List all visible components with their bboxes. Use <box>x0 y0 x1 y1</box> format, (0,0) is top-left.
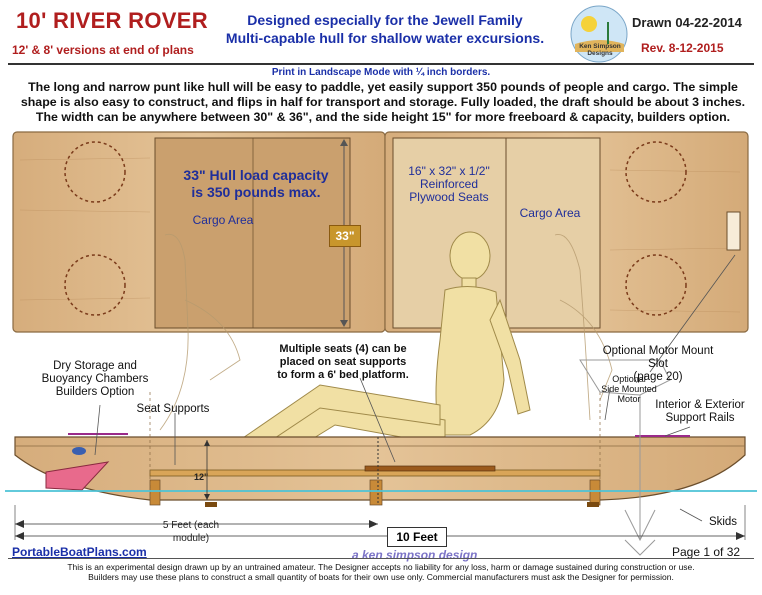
disclaimer-line1: This is an experimental design drawn up … <box>67 562 695 572</box>
support-rails-label: Interior & Exterior Support Rails <box>645 399 755 425</box>
seats-line2: Reinforced <box>419 177 479 191</box>
chamber-circle <box>64 141 126 203</box>
cargo-area-left: Cargo Area <box>192 213 254 227</box>
dry-storage-label: Dry Storage and Buoyancy Chambers Builde… <box>30 360 160 399</box>
width-dimension-badge: 33" <box>329 225 361 247</box>
dry-line2: Buoyancy Chambers <box>41 373 149 385</box>
motor-line2: (page 20) <box>633 371 683 383</box>
outboard-motor <box>579 359 671 556</box>
seats-line3: Plywood Seats <box>409 190 489 204</box>
rails-line2: Support Rails <box>665 412 735 424</box>
page-title: 10' RIVER ROVER <box>16 8 208 33</box>
hull-capacity-line1: 33" Hull load capacity <box>183 167 329 183</box>
disclaimer-line2: Builders may use these plans to construc… <box>88 572 674 582</box>
hull-side-view <box>14 392 746 507</box>
hull-capacity-line2: is 350 pounds max. <box>191 184 321 200</box>
hull-top-view <box>12 131 749 333</box>
multi-line2: placed on seat supports <box>279 356 407 368</box>
hull-capacity-label: 33" Hull load capacity is 350 pounds max… <box>166 167 346 201</box>
module-length-label: 5 Feet (each module) <box>162 520 220 544</box>
designed-for: Designed especially for the Jewell Famil… <box>247 12 523 28</box>
versions-note: 12' & 8' versions at end of plans <box>12 43 194 57</box>
print-note: Print in Landscape Mode with ¼ inch bord… <box>271 67 491 78</box>
logo-text: Ken Simpson Designs <box>579 43 621 57</box>
designer-credit: a ken simpson design <box>352 548 478 562</box>
header-divider <box>8 63 754 65</box>
motor-line1: Optional Motor Mount Slot <box>602 345 714 370</box>
plywood-seats-label: 16" x 32" x 1/2" Reinforced Plywood Seat… <box>404 165 494 204</box>
website-link[interactable]: PortableBoatPlans.com <box>12 545 147 559</box>
page-number: Page 1 of 32 <box>672 545 741 559</box>
skids-label: Skids <box>708 516 738 528</box>
chamber-circle <box>625 254 687 316</box>
chamber-circle <box>625 141 687 203</box>
total-length-label: 10 Feet <box>387 527 447 547</box>
seat-supports-label: Seat Supports <box>136 403 210 415</box>
cargo-area-right: Cargo Area <box>519 206 581 220</box>
drawn-date: Drawn 04-22-2014 <box>632 15 742 30</box>
side-line2: Side Mounted <box>601 384 657 394</box>
revision-date: Rev. 8-12-2015 <box>641 41 724 55</box>
leader-lines <box>94 254 736 522</box>
chamber-circle <box>64 254 126 316</box>
multi-line1: Multiple seats (4) can be <box>279 343 407 355</box>
rails-line1: Interior & Exterior <box>655 399 745 411</box>
side-line3: Motor <box>617 394 641 404</box>
description: The long and narrow punt like hull will … <box>20 80 746 124</box>
ghost-figures <box>159 233 613 431</box>
side-motor-label: Optional Side Mounted Motor <box>596 374 662 404</box>
motor-mount-label: Optional Motor Mount Slot (page 20) <box>598 345 718 384</box>
disclaimer: This is an experimental design drawn up … <box>0 562 762 582</box>
multiple-seats-label: Multiple seats (4) can be placed on seat… <box>258 343 428 382</box>
dry-line3: Builders Option <box>55 386 135 398</box>
hull-description: Multi-capable hull for shallow water exc… <box>225 30 545 46</box>
seats-line1: 16" x 32" x 1/2" <box>408 164 490 178</box>
height-dimension-label: 12" <box>194 472 209 482</box>
footer-divider <box>8 558 754 559</box>
dry-line1: Dry Storage and <box>53 360 137 372</box>
motor-slot <box>726 211 741 251</box>
designer-logo <box>570 5 628 63</box>
seat-panel-left <box>154 137 351 329</box>
bow-plate <box>45 461 110 491</box>
multi-line3: to form a 6' bed platform. <box>277 369 409 381</box>
side-line1: Optional <box>612 374 646 384</box>
